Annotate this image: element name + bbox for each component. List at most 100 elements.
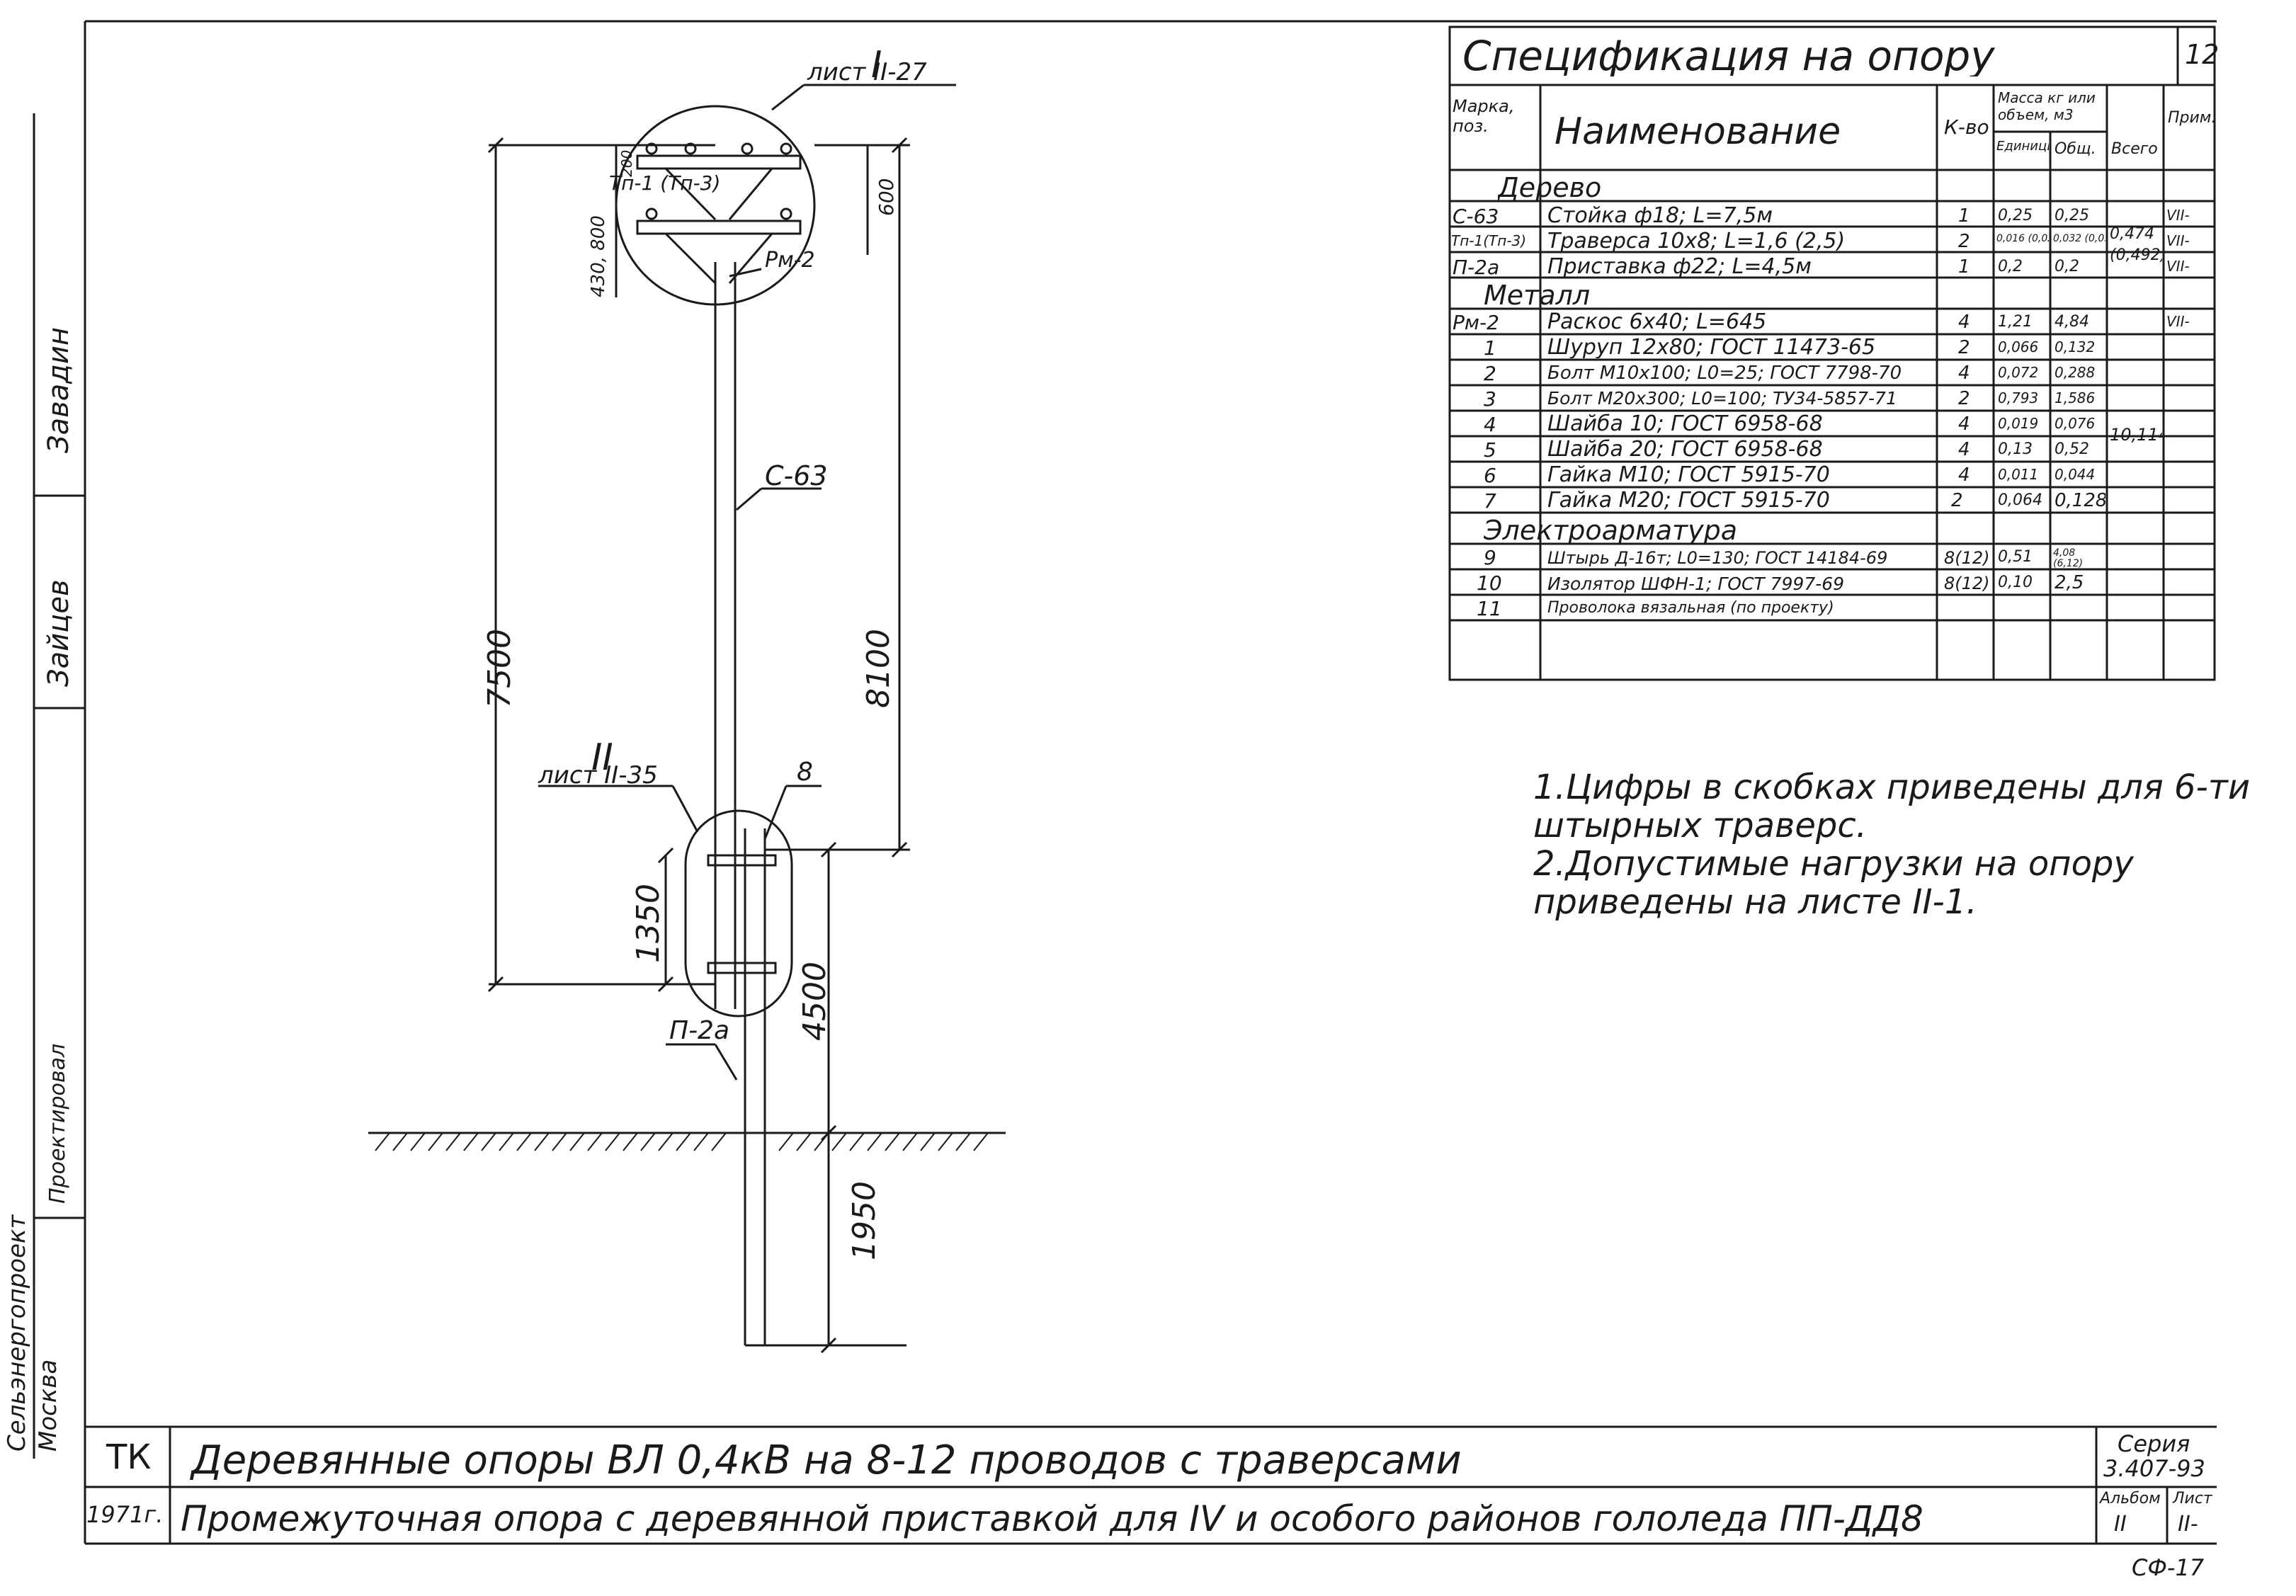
series-label: Серия [2118, 1430, 2190, 1457]
brace-label: Рм-2 [765, 248, 815, 273]
spec-row-name: Проволока вязальная (по проекту) [1547, 600, 1834, 616]
spec-header-qty: К-во [1944, 118, 1989, 137]
spec-header-unit: Единицы [1996, 140, 2049, 153]
sheet-label: Лист [2173, 1490, 2212, 1507]
stamp-code: СФ-17 [2132, 1554, 2205, 1581]
leader-pole [736, 487, 762, 511]
spec-row-mark: 11 [1477, 599, 1502, 619]
spec-row-all: 0,474 (0,492) [2110, 225, 2162, 264]
series-value: 3.407-93 [2103, 1455, 2205, 1482]
spec-row-note: VII- [2166, 208, 2190, 222]
spec-row-name: Гайка М20; ГОСТ 5915-70 [1547, 490, 1830, 511]
spec-row-note: VII- [2166, 259, 2190, 273]
spec-row-total: 1,586 [2055, 391, 2096, 405]
dim-8100: 8100 [860, 629, 897, 708]
spec-row-qty: 8(12) [1944, 549, 1990, 566]
spec-row-total: 0,288 [2055, 365, 2096, 380]
spec-row-note: VII- [2166, 234, 2190, 248]
spec-row-qty: 4 [1958, 466, 1970, 484]
band-lower [707, 962, 777, 974]
dim-1350: 1350 [630, 884, 666, 963]
spec-header-mark: Марка, поз. [1453, 96, 1515, 136]
spec-row-unit: 0,13 [1998, 442, 2033, 457]
side-signature-1: Завадин [42, 326, 75, 453]
spec-row-unit: 0,011 [1998, 467, 2039, 481]
dim-7500: 7500 [482, 629, 518, 708]
spec-row-qty: 1 [1958, 258, 1970, 276]
band-mark-label: 8 [797, 758, 813, 787]
spec-row-qty: 1 [1958, 207, 1970, 225]
pole-label: С-63 [765, 460, 828, 491]
spec-row-qty: 4 [1958, 364, 1970, 382]
album-label: Альбом [2100, 1490, 2161, 1507]
callout-I-leader [771, 84, 805, 111]
brace-line [728, 168, 773, 220]
spec-row-name: Болт М20х300; L0=100; ТУ34-5857-71 [1547, 389, 1897, 407]
spec-row-mark: Рм-2 [1453, 313, 1499, 333]
spec-row-mark: 7 [1484, 491, 1496, 511]
spec-row-total: 0,25 [2055, 208, 2089, 224]
spec-row-mark: 6 [1484, 466, 1496, 486]
spec-row-qty: 8(12) [1944, 575, 1990, 592]
spec-row-name: Изолятор ШФН-1; ГОСТ 7997-69 [1547, 575, 1845, 593]
spec-row-name: Стойка ф18; L=7,5м [1547, 205, 1773, 227]
title-year: 1971г. [86, 1501, 164, 1528]
spec-row-name: Траверса 10х8; L=1,6 (2,5) [1547, 231, 1846, 252]
traverse-lower [636, 220, 802, 235]
spec-grid [1448, 25, 2216, 681]
spec-row-total: 4,08 (6,12) [2053, 548, 2084, 569]
spec-row-unit: 0,51 [1998, 549, 2033, 565]
insulator-group [645, 142, 792, 220]
spec-sheet-no: 12 [2185, 41, 2220, 68]
spec-row-unit: 0,019 [1998, 416, 2039, 431]
spec-header-total: Общ. [2055, 142, 2096, 157]
callout-II-sheet: лист II-35 [538, 761, 658, 790]
spec-row-name: Шайба 10; ГОСТ 6958-68 [1547, 414, 1823, 435]
spec-row-qty: 2 [1958, 232, 1970, 251]
spec-row-mark: П-2а [1453, 258, 1500, 278]
leader-brace [729, 268, 762, 278]
leader-stub [714, 1044, 738, 1081]
brace-line [664, 232, 717, 285]
callout-II-leader [671, 785, 699, 833]
side-role: Проектировал [45, 1043, 70, 1204]
title-line-2: Промежуточная опора с деревянной пристав… [181, 1498, 1923, 1539]
spec-row-name: Штырь Д-16т; L0=130; ГОСТ 14184-69 [1547, 549, 1888, 566]
spec-row-mark: С-63 [1453, 207, 1499, 227]
title-line-1: Деревянные опоры ВЛ 0,4кВ на 8-12 провод… [191, 1437, 1462, 1483]
spec-row-total: 0,128 [2055, 491, 2105, 510]
spec-header-all: Всего [2111, 142, 2158, 157]
spec-row-total: 0,044 [2055, 467, 2096, 481]
spec-row-mark: 10 [1477, 574, 1502, 593]
spec-row-note: VII- [2166, 314, 2190, 329]
dim-600: 600 [875, 178, 898, 216]
dim-ticks [487, 137, 908, 1354]
spec-row-total: 0,132 [2055, 340, 2096, 354]
spec-row-name: Шайба 20; ГОСТ 6958-68 [1547, 439, 1823, 460]
note-line: штырных траверс. [1533, 806, 1867, 845]
spec-row-mark: 9 [1484, 548, 1496, 568]
spec-row-mark: Тп-1(Тп-3) [1451, 234, 1527, 248]
spec-row-unit: 0,016 (0,025) [1996, 234, 2049, 244]
spec-row-qty: 2 [1958, 389, 1970, 408]
spec-row-all: 10,114 [2110, 426, 2162, 443]
brace-line [664, 167, 717, 221]
spec-row-unit: 0,072 [1998, 365, 2039, 380]
spec-row-unit: 0,25 [1998, 208, 2033, 224]
callout-I-roman: I [871, 44, 882, 86]
spec-title: Спецификация на опору [1462, 35, 1995, 76]
spec-row-qty: 4 [1958, 440, 1970, 459]
spec-row-total: 0,076 [2055, 416, 2096, 431]
spec-row-qty: 4 [1958, 415, 1970, 433]
spec-row-unit: 0,066 [1998, 340, 2039, 354]
spec-table: Спецификация на опору 12 Марка, поз. Наи… [1448, 25, 2220, 683]
spec-row-unit: 0,10 [1998, 575, 2033, 591]
spec-header-mass: Масса кг или объем, м3 [1998, 89, 2096, 123]
spec-header-note: Прим.№ [2168, 110, 2215, 126]
spec-row-mark: 4 [1484, 415, 1496, 435]
dim-4500: 4500 [797, 962, 833, 1041]
side-signature-2: Зайцев [42, 579, 75, 687]
leader-band [763, 785, 788, 840]
band-upper [707, 854, 777, 867]
